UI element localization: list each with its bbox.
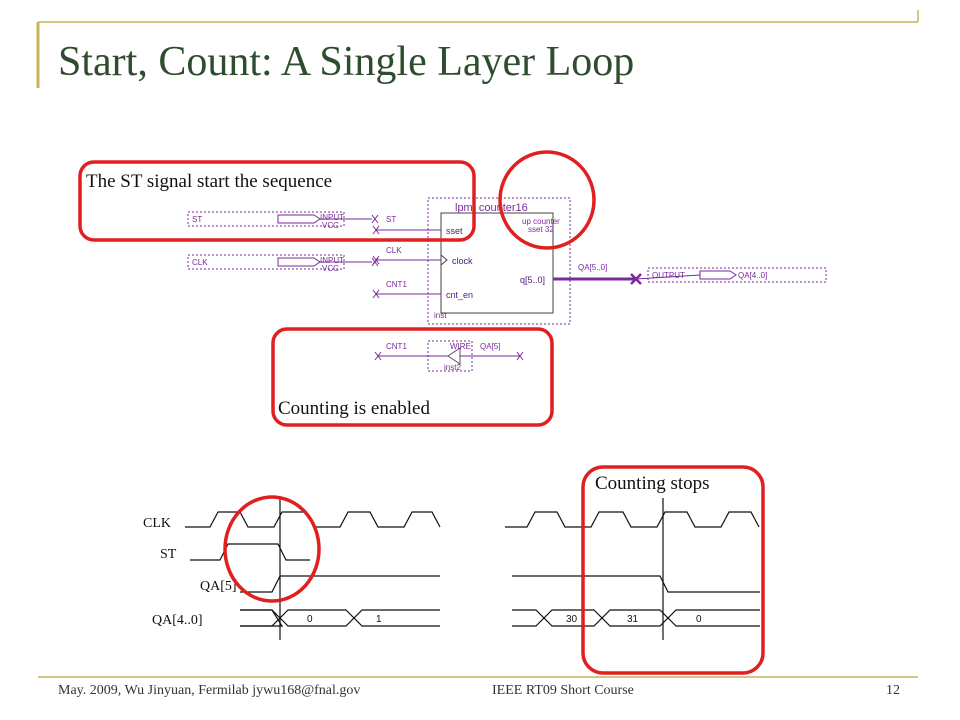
qa40-bus-left-bottom [240, 617, 440, 627]
callout-enable-box [271, 327, 554, 427]
st-wave [190, 543, 310, 561]
input-clk-label: CLK [192, 258, 208, 267]
input-st-label: ST [192, 215, 202, 224]
block-inst: inst [434, 311, 447, 320]
block-desc2: sset 32 [528, 225, 554, 234]
input-clk-type: INPUT [320, 256, 344, 265]
input-pin-st-shape [277, 214, 321, 224]
footer-course: IEEE RT09 Short Course [492, 683, 634, 698]
qa40-bus-left-top [240, 609, 440, 619]
terminator-cnt1-net [372, 289, 380, 299]
slide-title: Start, Count: A Single Layer Loop [58, 39, 635, 85]
callout-start-ellipse [223, 495, 321, 603]
qa40-bus-right-bottom [512, 617, 760, 627]
bus-value-0: 0 [307, 614, 313, 625]
net-clk-label: CLK [386, 246, 402, 255]
output-label: QA[4..0] [738, 271, 767, 280]
counter-outer-box [427, 197, 571, 325]
signal-qa5-label: QA[5] [200, 579, 237, 594]
port-cnt-en: cnt_en [446, 290, 473, 300]
output-pin-box [647, 267, 827, 283]
bus-value-0b: 0 [696, 614, 702, 625]
net-cnt1-label: CNT1 [386, 280, 407, 289]
input-clk-vcc: VCC [322, 264, 339, 273]
clock-triangle [440, 254, 448, 266]
bus-value-30: 30 [566, 614, 578, 625]
terminator-st [371, 214, 379, 224]
output-type: OUTPUT [652, 271, 685, 280]
block-desc1: up counter [522, 217, 560, 226]
terminator-clk-net [372, 255, 380, 265]
wire-type: WIRE [450, 342, 471, 351]
footer-page-number: 12 [886, 683, 900, 698]
bus-value-1: 1 [376, 614, 382, 625]
terminator-wire-out [516, 351, 524, 361]
output-pin-shape [699, 270, 737, 280]
qa5-wave-left [240, 575, 440, 593]
callout-st-box [78, 160, 476, 242]
bus-out-label: QA[5..0] [578, 263, 607, 272]
bus-value-31: 31 [627, 614, 639, 625]
input-pin-st-box [187, 211, 345, 227]
input-pin-clk-box [187, 254, 345, 270]
callout-counter-ellipse [498, 150, 596, 250]
clk-wave-right [505, 511, 760, 528]
input-st-vcc: VCC [322, 221, 339, 230]
wire-in-label: CNT1 [386, 342, 407, 351]
signal-st-label: ST [160, 547, 177, 562]
callout-enable-text: Counting is enabled [278, 398, 430, 419]
qa5-wave-right [512, 575, 760, 593]
signal-qa40-label: QA[4..0] [152, 613, 203, 628]
signal-clk-label: CLK [143, 516, 171, 531]
port-q: q[5..0] [520, 275, 545, 285]
input-pin-clk-shape [277, 257, 321, 267]
callout-st-text: The ST signal start the sequence [86, 171, 332, 192]
terminator-st-net [372, 225, 380, 235]
port-clock: clock [452, 256, 473, 266]
callout-stop-box [581, 465, 765, 675]
net-st-label: ST [386, 215, 396, 224]
port-sset: sset [446, 226, 463, 236]
output-wire [635, 274, 701, 280]
counter-body [440, 212, 554, 314]
callout-stop-text: Counting stops [595, 473, 710, 494]
wire-out-label: QA[5] [480, 342, 500, 351]
input-st-type: INPUT [320, 213, 344, 222]
terminator-bus [630, 273, 642, 285]
wire-inst: inst2 [444, 363, 461, 372]
footer-author: May. 2009, Wu Jinyuan, Fermilab jywu168@… [58, 683, 361, 698]
terminator-wire-in [374, 351, 382, 361]
